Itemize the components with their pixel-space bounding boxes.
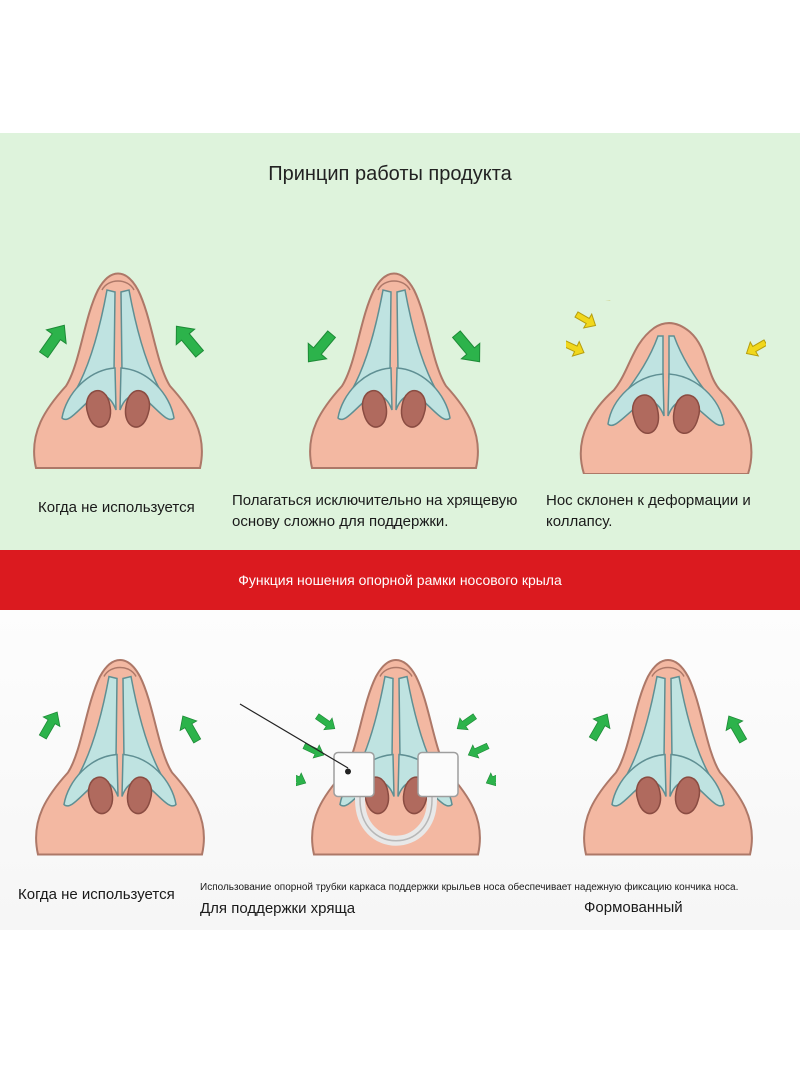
caption-cartilage-top: Полагаться исключительно на хрящевую осн… bbox=[232, 492, 518, 530]
yellow-arrow-icon bbox=[717, 300, 747, 302]
yellow-arrow-icon bbox=[741, 335, 766, 361]
green-arrow-icon bbox=[482, 767, 496, 790]
green-arrow-icon bbox=[446, 325, 490, 371]
green-arrow-icon bbox=[34, 706, 66, 743]
green-arrow-icon bbox=[452, 710, 480, 735]
green-arrow-icon bbox=[166, 317, 210, 363]
green-arrow-icon bbox=[464, 739, 492, 762]
section-banner: Функция ношения опорной рамки носового к… bbox=[0, 550, 800, 610]
caption-shaped-bottom: Формованный bbox=[584, 899, 683, 916]
nose-diagram-unused-bottom bbox=[34, 659, 206, 856]
caption-unused-top: Когда не используется bbox=[38, 499, 195, 516]
green-arrow-icon bbox=[33, 317, 75, 363]
nose-diagram-unused-top bbox=[33, 272, 210, 469]
nose-support-frame-icon bbox=[333, 751, 459, 846]
nose-diagram-cartilage-top bbox=[298, 272, 490, 469]
green-arrow-icon bbox=[720, 710, 752, 747]
caption-support-bottom: Для поддержки хряща bbox=[200, 900, 356, 917]
nose-diagram-shaped-bottom bbox=[583, 659, 753, 856]
pointer-line bbox=[239, 703, 349, 769]
nose-diagram-collapse-top bbox=[566, 300, 766, 474]
green-arrow-icon bbox=[298, 325, 342, 371]
nose-diagram-support-bottom bbox=[296, 659, 496, 856]
yellow-arrow-icon bbox=[571, 307, 601, 333]
yellow-arrow-icon bbox=[588, 300, 616, 306]
caption-unused-bottom: Когда не используется bbox=[18, 886, 175, 903]
green-arrow-icon bbox=[584, 708, 616, 745]
green-arrow-icon bbox=[174, 710, 206, 747]
support-note: Использование опорной трубки каркаса под… bbox=[200, 882, 739, 893]
page-title: Принцип работы продукта bbox=[268, 163, 512, 185]
caption-collapse-top: Нос склонен к деформации и коллапсу. bbox=[546, 492, 751, 530]
yellow-arrow-icon bbox=[566, 335, 588, 361]
